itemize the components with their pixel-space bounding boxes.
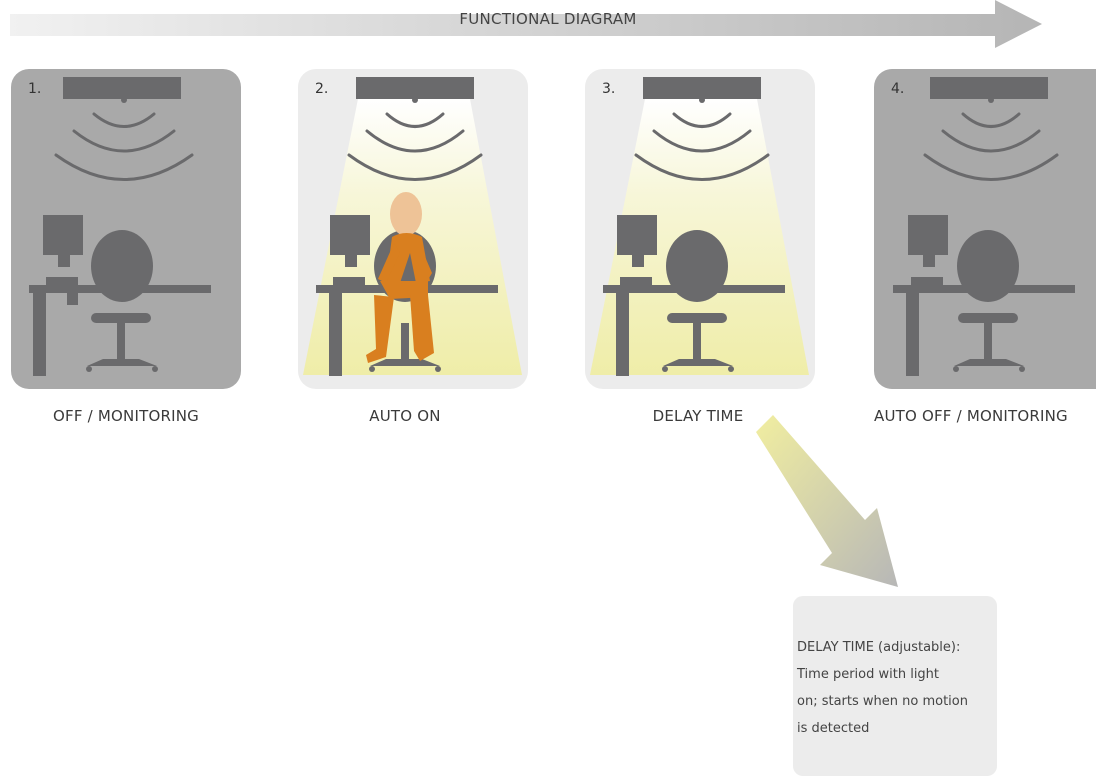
- office-scene: [585, 69, 815, 389]
- step-number: 4.: [891, 81, 904, 97]
- panel-off-monitoring: 1.: [11, 69, 241, 389]
- delay-note-arrow: [750, 415, 950, 605]
- diagram-title: FUNCTIONAL DIAGRAM: [0, 10, 1096, 28]
- panel-delay-time: 3.: [585, 69, 815, 389]
- note-line: Time period with light: [797, 667, 939, 682]
- panel-auto-on: 2.: [298, 69, 528, 389]
- note-line: on; starts when no motion: [797, 694, 968, 709]
- step-number: 1.: [28, 81, 41, 97]
- office-scene: [298, 69, 528, 389]
- office-scene: [874, 69, 1096, 389]
- office-scene: [11, 69, 241, 389]
- step-number: 3.: [602, 81, 615, 97]
- note-title: DELAY TIME (adjustable):: [797, 640, 960, 655]
- timeline-arrow: [0, 0, 1096, 60]
- delay-time-note: [793, 596, 997, 776]
- step-number: 2.: [315, 81, 328, 97]
- caption-auto-on: AUTO ON: [290, 407, 520, 425]
- note-line: is detected: [797, 721, 869, 736]
- panel-auto-off-monitoring: 4.: [874, 69, 1096, 389]
- caption-off-monitoring: OFF / MONITORING: [11, 407, 241, 425]
